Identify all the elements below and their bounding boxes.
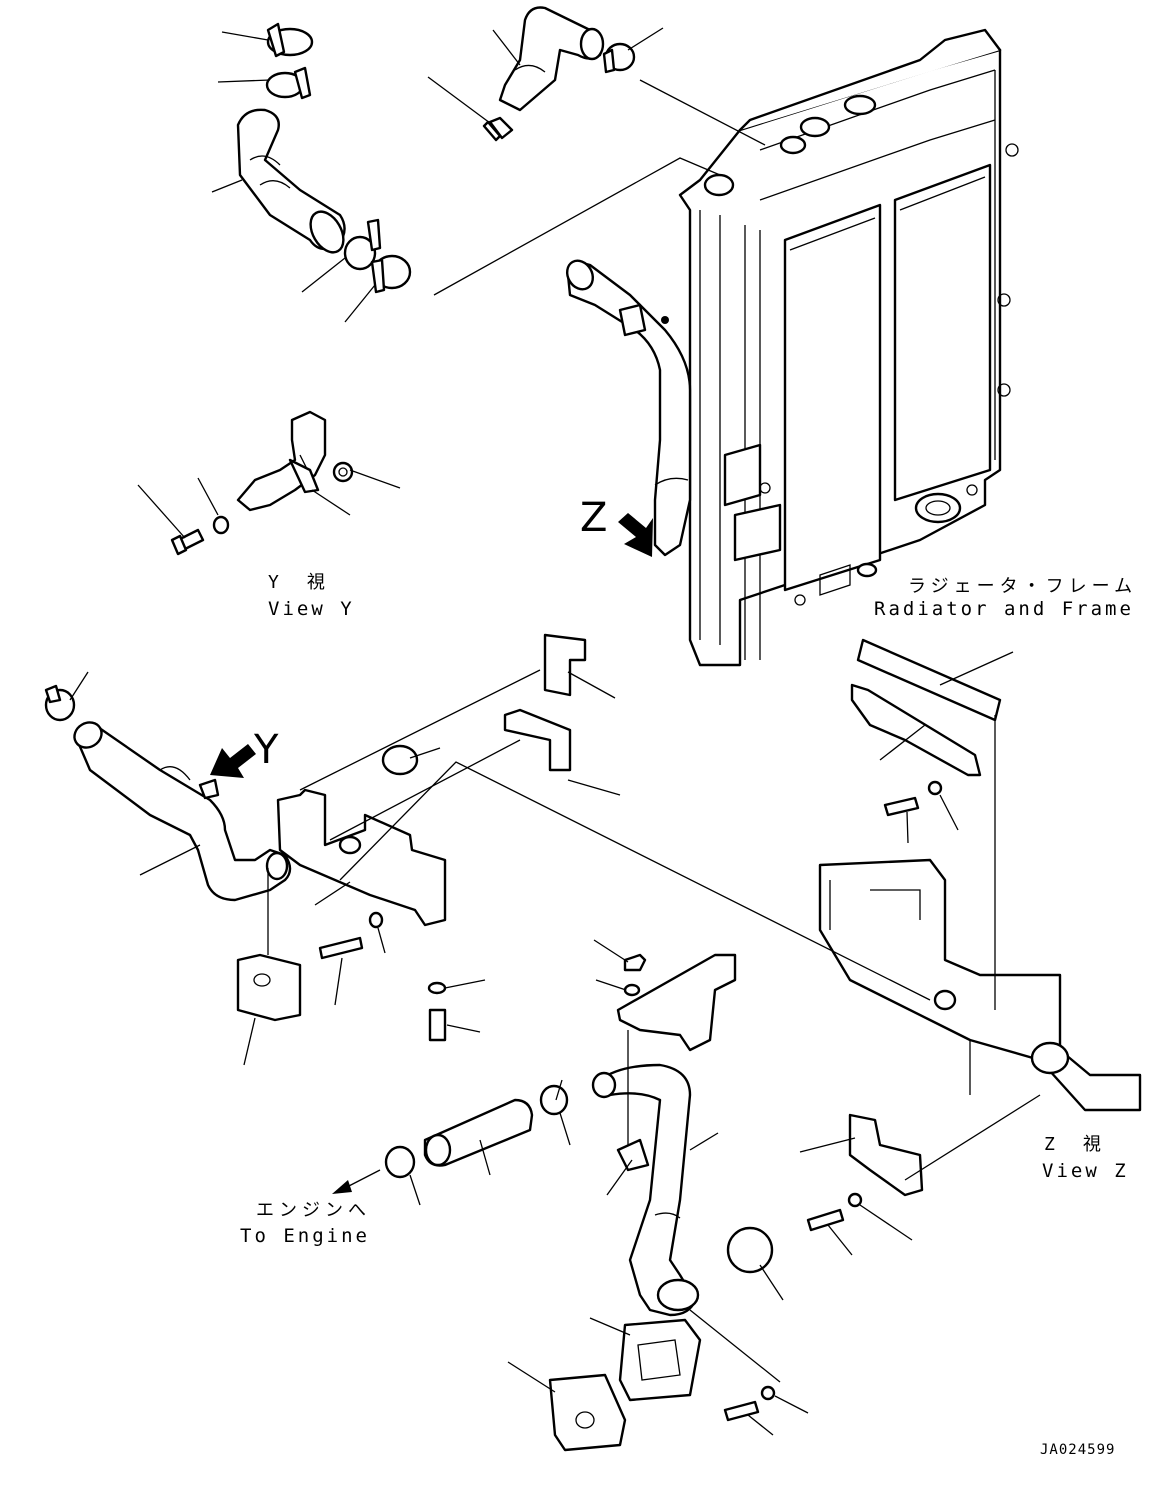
view-y-label-en: View Y [268, 598, 355, 620]
lower-left-hose-assembly [44, 684, 292, 902]
top-center-hose [482, 6, 636, 142]
gasket [618, 1318, 702, 1402]
bracket-group [236, 633, 587, 1042]
view-z-detail [726, 638, 1142, 1274]
view-z-label-jp: Z 視 [1044, 1134, 1106, 1155]
view-arrows [210, 513, 653, 778]
hose-clamp [381, 744, 419, 776]
radiator-frame-label-jp: ラジェータ・フレーム [908, 576, 1138, 597]
pipe-bracket [616, 953, 737, 1052]
view-z-arrow-icon [618, 513, 653, 557]
rubber-block [543, 633, 587, 697]
hose-clamp [384, 1145, 416, 1179]
seal-bracket [850, 683, 982, 777]
leader-lines [69, 27, 1041, 1436]
radiator-frame [678, 28, 1019, 667]
drawing-code: JA024599 [1040, 1442, 1116, 1458]
rubber-block [236, 953, 302, 1022]
view-y-label-jp: Y 視 [268, 572, 330, 593]
hose-clamp [539, 1084, 569, 1116]
view-z-marker: Z [580, 495, 608, 541]
view-y-detail [170, 410, 354, 556]
view-z-label-en: View Z [1042, 1160, 1129, 1182]
plug [726, 1226, 774, 1274]
lower-center-parts [384, 953, 776, 1452]
upper-hose-assembly [236, 22, 412, 294]
rubber-block [503, 708, 572, 772]
to-engine-label-jp: エンジンへ [256, 1200, 371, 1221]
frame-corner [818, 858, 1142, 1112]
radiator-outlet-hose [565, 259, 692, 557]
cover-bracket [848, 1113, 924, 1197]
radiator-frame-label-en: Radiator and Frame [874, 598, 1134, 620]
water-pipe [597, 1063, 697, 1317]
view-y-arrow-icon [210, 744, 256, 778]
view-y-marker: Y [254, 727, 279, 773]
hose-clamp [343, 235, 377, 271]
u-bolt [616, 1138, 650, 1172]
to-engine-label-en: To Engine [240, 1225, 370, 1247]
